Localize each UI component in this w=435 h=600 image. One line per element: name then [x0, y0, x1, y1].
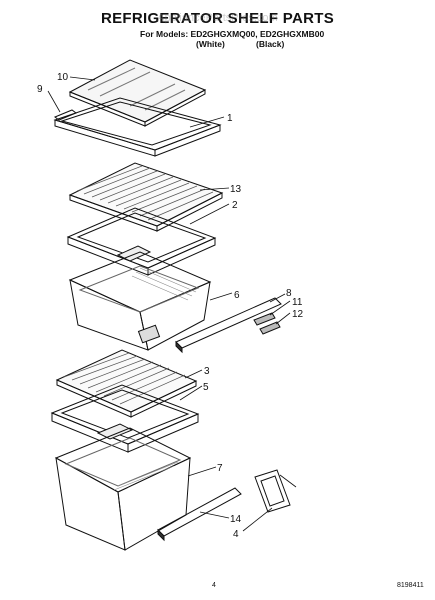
callout-14: 14: [230, 514, 242, 525]
callout-8: 8: [286, 288, 292, 299]
crisper-drawer-7: [54, 427, 192, 551]
models-line: For Models: ED2GHGXMQ00, ED2GHGXMB00: [140, 29, 325, 39]
wire-shelf-3: [55, 349, 198, 418]
callout-12: 12: [292, 309, 304, 320]
drawer-rail-8: [175, 297, 282, 354]
document-number: 8198411: [397, 582, 424, 589]
wire-shelf-13: [68, 162, 224, 232]
drawer-rail-14: [157, 487, 242, 542]
callout-4: 4: [233, 529, 239, 540]
callout-10: 10: [57, 72, 69, 83]
glass-shelf-10: [68, 59, 207, 127]
callout-6: 6: [234, 290, 240, 301]
watermark: AppliancePartsPros.com: [157, 12, 278, 24]
variant-black: (Black): [256, 39, 285, 49]
callout-1: 1: [227, 113, 233, 124]
crisper-drawer-upper: [68, 251, 212, 351]
page-number: 4: [212, 582, 216, 589]
callout-13: 13: [230, 184, 242, 195]
callout-9: 9: [37, 84, 43, 95]
shelf-frame-1: [53, 97, 222, 157]
rail-clip-12: [259, 321, 281, 335]
rail-clip-11: [253, 312, 276, 326]
callout-11: 11: [292, 297, 303, 308]
callout-2: 2: [232, 200, 238, 211]
callout-3: 3: [204, 366, 210, 377]
variant-white: (White): [196, 39, 225, 49]
label-holder-4: [254, 469, 291, 513]
page-title: REFRIGERATOR SHELF PARTS: [100, 10, 335, 27]
callout-5: 5: [203, 382, 209, 393]
crisper-cover-frame-5: [50, 384, 200, 453]
callout-7: 7: [217, 463, 223, 474]
